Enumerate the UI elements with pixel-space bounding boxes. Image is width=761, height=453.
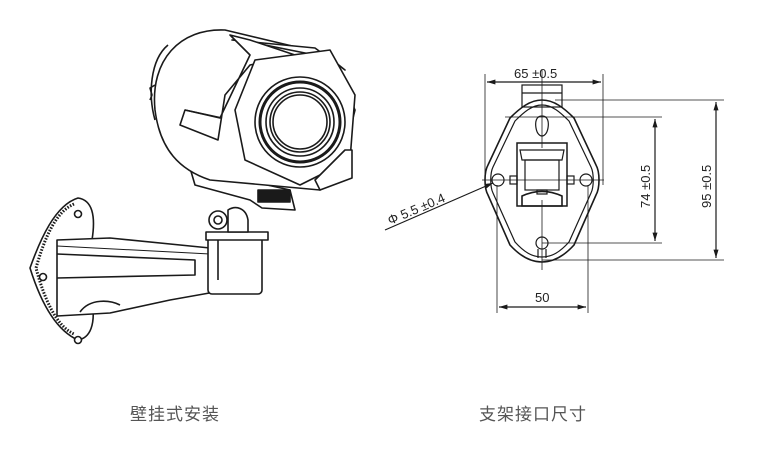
bracket-interface-figure: 65 ±0.5 50 74 ±0.5 95 ±0.5 Φ 5.5 ±0.4 bbox=[384, 66, 724, 313]
bracket-interface-caption: 支架接口尺寸 bbox=[479, 405, 587, 425]
camera-drawing bbox=[29, 29, 356, 345]
screw-hole-bottom bbox=[73, 335, 83, 345]
dim-50-label: 50 bbox=[535, 290, 549, 305]
bracket-dimension-drawing: 65 ±0.5 50 74 ±0.5 95 ±0.5 Φ 5.5 ±0.4 bbox=[384, 66, 724, 313]
wall-mount-figure bbox=[0, 0, 380, 380]
hole-leader bbox=[384, 182, 494, 231]
hole-diameter-label: Φ 5.5 ±0.4 bbox=[385, 190, 447, 228]
dim-65-label: 65 ±0.5 bbox=[514, 66, 557, 81]
dim-74-label: 74 ±0.5 bbox=[638, 165, 653, 208]
screw-hole-middle bbox=[38, 272, 48, 282]
screw-hole-top bbox=[73, 209, 83, 219]
dim-95-label: 95 ±0.5 bbox=[699, 165, 714, 208]
wall-mount-caption: 壁挂式安装 bbox=[130, 405, 220, 425]
